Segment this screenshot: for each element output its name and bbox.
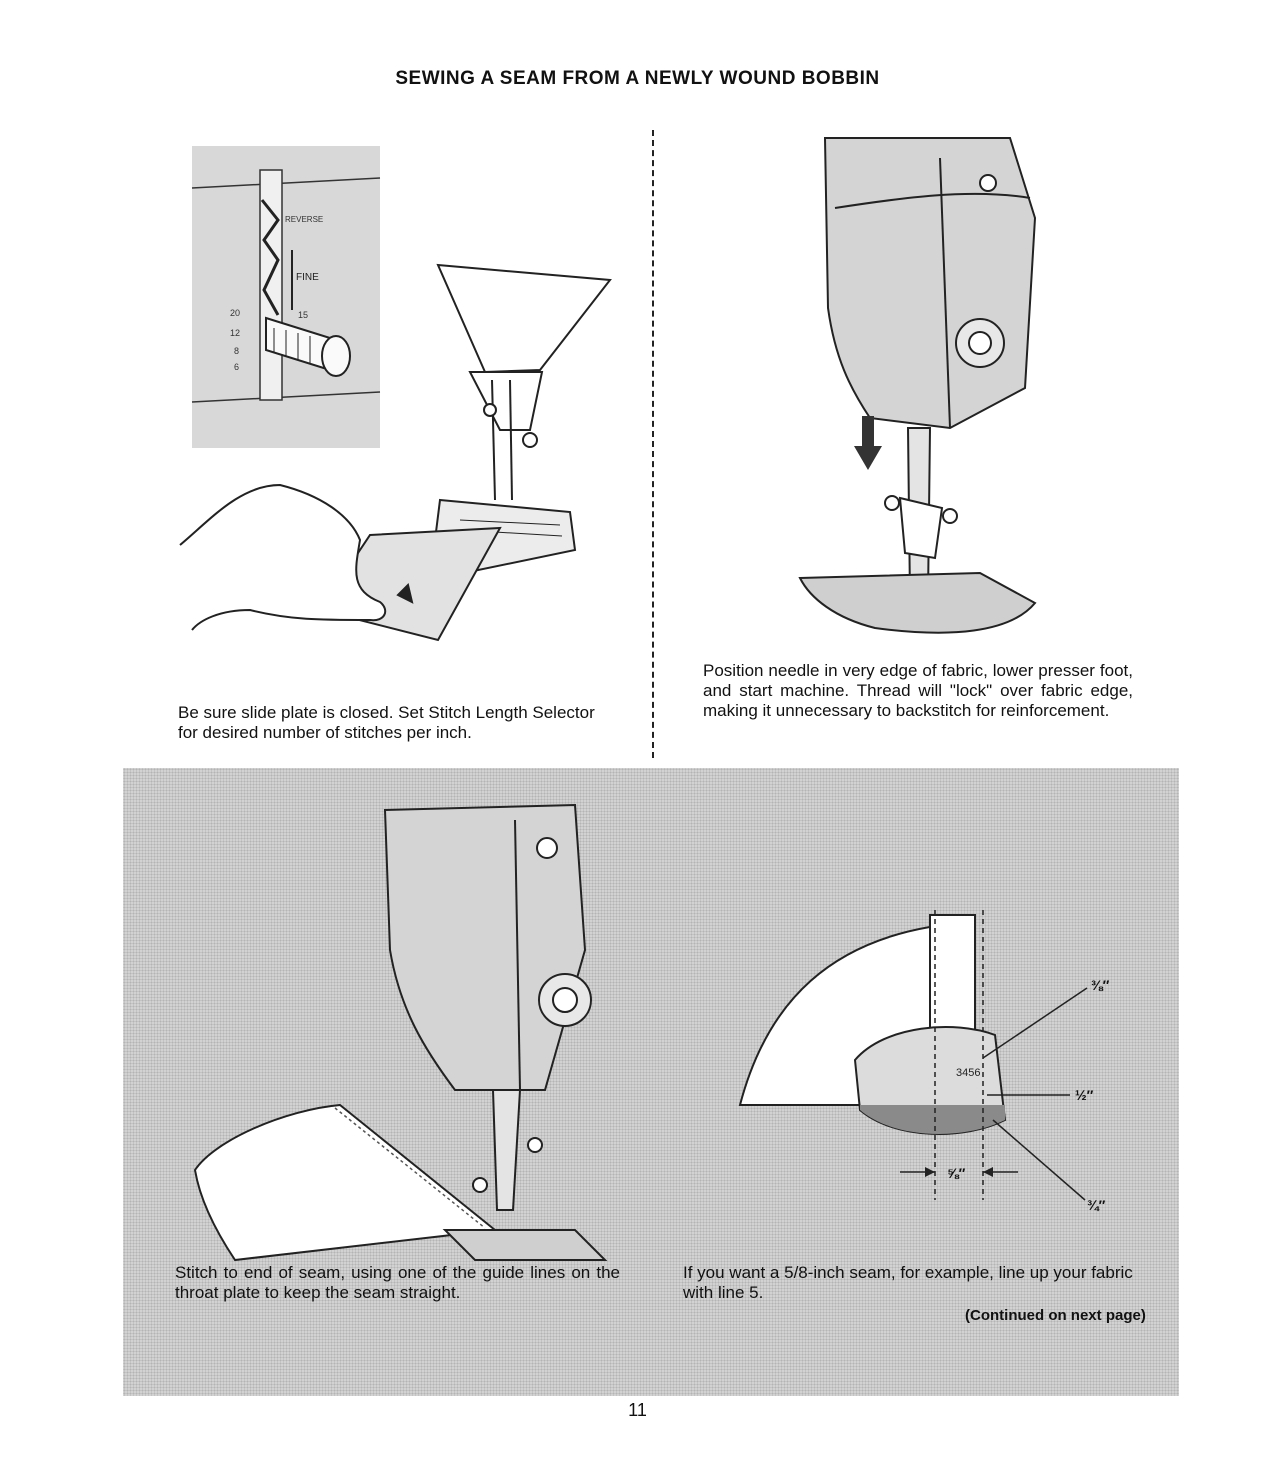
three-eighths-pointer	[982, 987, 1088, 1059]
five-eighths-measure: ⅝″	[900, 1165, 1018, 1181]
down-arrow-icon	[854, 416, 882, 470]
stitch-to-end-illustration	[193, 803, 608, 1262]
sewing-machine-head	[383, 803, 592, 1211]
scale-6-label: 6	[234, 362, 239, 372]
scale-12-label: 12	[230, 328, 240, 338]
plate-numbers: 3456	[956, 1067, 980, 1079]
throat-plate	[442, 1229, 608, 1261]
seam-guide-diagram: 3456 ⅜″ ½″ ¾″ ⅝″	[738, 910, 1110, 1213]
three-quarters-label: ¾″	[1087, 1197, 1106, 1213]
sewing-machine-head	[823, 137, 1037, 599]
scale-15-label: 15	[298, 310, 308, 320]
caption-five-eighths-seam: If you want a 5/8-inch seam, for example…	[683, 1263, 1133, 1302]
guide-lines-panel	[123, 768, 1179, 1396]
five-eighths-label: ⅝″	[947, 1165, 966, 1181]
caption-stitch-to-end: Stitch to end of seam, using one of the …	[175, 1263, 620, 1302]
page-number: 11	[628, 1400, 647, 1420]
stitch-length-selector-inset: REVERSE FINE 20 15 12 8 6	[191, 146, 381, 448]
reverse-label: REVERSE	[285, 215, 323, 224]
scale-20-label: 20	[230, 308, 240, 318]
caption-position-needle: Position needle in very edge of fabric, …	[703, 661, 1133, 720]
sewing-machine-head	[436, 263, 612, 501]
fine-label: FINE	[296, 272, 319, 283]
column-divider	[652, 130, 654, 758]
fabric-piece	[193, 1103, 498, 1262]
position-needle-illustration	[798, 137, 1037, 634]
caption-stitch-length: Be sure slide plate is closed. Set Stitc…	[178, 703, 595, 742]
one-half-label: ½″	[1075, 1087, 1094, 1103]
continued-note: (Continued on next page)	[965, 1307, 1146, 1324]
stitch-length-illustration: REVERSE FINE 20 15 12 8 6	[179, 146, 612, 642]
scale-8-label: 8	[234, 346, 239, 356]
page-title: SEWING A SEAM FROM A NEWLY WOUND BOBBIN	[395, 68, 880, 89]
presser-foot	[884, 495, 958, 560]
three-quarters-pointer	[992, 1119, 1086, 1201]
seam-guide-line	[334, 1107, 486, 1229]
three-eighths-label: ⅜″	[1091, 977, 1110, 993]
hand	[179, 483, 387, 631]
fabric-piece	[798, 571, 1037, 634]
